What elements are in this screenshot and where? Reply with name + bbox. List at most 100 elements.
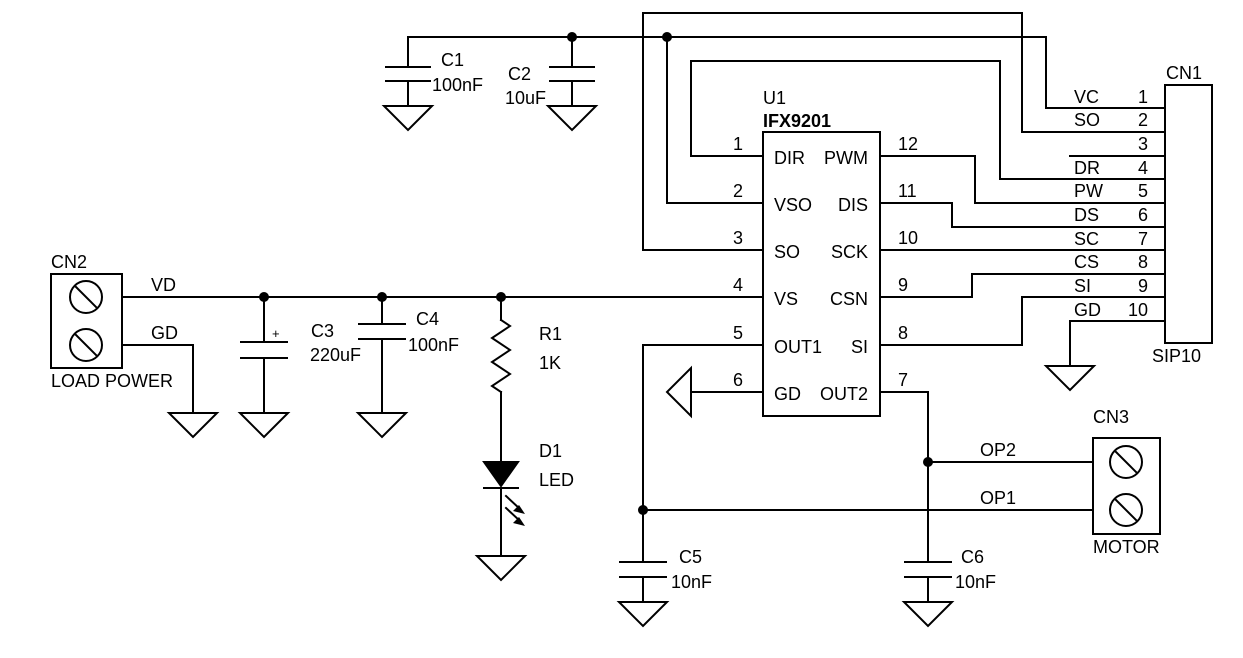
ground-icon bbox=[355, 412, 409, 439]
cn1-pin-number: 6 bbox=[1138, 205, 1148, 225]
ic-pin-number: 11 bbox=[898, 181, 917, 201]
junction-dot bbox=[496, 292, 506, 302]
cn1-pin-number: 2 bbox=[1138, 110, 1148, 130]
cn1-pin-number: 9 bbox=[1138, 276, 1148, 296]
cn1-net-label: CS bbox=[1074, 252, 1099, 272]
cn1-type: SIP10 bbox=[1152, 346, 1201, 366]
net-label-gd: GD bbox=[151, 323, 178, 343]
wires bbox=[121, 12, 1166, 603]
junction-dot bbox=[923, 457, 933, 467]
cn1-body bbox=[1164, 84, 1213, 344]
cn1-net-label: DR bbox=[1074, 158, 1100, 178]
cn3-body bbox=[1092, 437, 1161, 535]
ground-icon bbox=[166, 412, 220, 439]
junction-dot bbox=[377, 292, 387, 302]
cn1-net-label: DS bbox=[1074, 205, 1099, 225]
ground-icon bbox=[545, 105, 599, 132]
r1-value: 1K bbox=[539, 353, 561, 373]
net-label-vd: VD bbox=[151, 275, 176, 295]
connector-cn3: CN3 MOTOR OP2 OP1 bbox=[980, 407, 1161, 557]
ic-pin-name: OUT1 bbox=[774, 337, 822, 357]
ic-pin-number: 7 bbox=[898, 370, 908, 390]
cn1-net-label: SO bbox=[1074, 110, 1100, 130]
cn1-net-label: SI bbox=[1074, 276, 1091, 296]
cn2-label: LOAD POWER bbox=[51, 371, 173, 391]
ground-icon bbox=[616, 601, 670, 628]
cn1-pin-number: 3 bbox=[1138, 134, 1148, 154]
led-icon bbox=[482, 461, 520, 488]
cn1-net-label: SC bbox=[1074, 229, 1099, 249]
cn2-ref: CN2 bbox=[51, 252, 87, 272]
ic-pin-name: SCK bbox=[831, 242, 868, 262]
cn1-pin-number: 8 bbox=[1138, 252, 1148, 272]
c5-ref: C5 bbox=[679, 547, 702, 567]
ground-icon bbox=[381, 105, 435, 132]
cn2-body bbox=[50, 273, 123, 369]
ic-pin-name: OUT2 bbox=[820, 384, 868, 404]
c3-polarity-mark: + bbox=[272, 326, 280, 341]
ic-pin-number: 3 bbox=[733, 228, 743, 248]
ic-pin-number: 10 bbox=[898, 228, 918, 248]
cn1-net-label: VC bbox=[1074, 87, 1099, 107]
ic-pin-number: 5 bbox=[733, 323, 743, 343]
junction-dot bbox=[567, 32, 577, 42]
cn3-label: MOTOR bbox=[1093, 537, 1160, 557]
r1-ref: R1 bbox=[539, 324, 562, 344]
ic-pin-name: SI bbox=[851, 337, 868, 357]
resistor-r1: R1 1K bbox=[490, 318, 562, 394]
ground-icon bbox=[474, 555, 528, 582]
c3-value: 220uF bbox=[310, 345, 361, 365]
connector-cn1: CN1 SIP10 1 VC 2 SO 3 4 DR 5 PW 6 DS 7 S… bbox=[1074, 63, 1213, 366]
ic-pin-number: 1 bbox=[733, 134, 743, 154]
c1-value: 100nF bbox=[432, 75, 483, 95]
ic-body bbox=[762, 131, 881, 417]
ic-pin-name: DIS bbox=[838, 195, 868, 215]
d1-value: LED bbox=[539, 470, 574, 490]
c2-ref: C2 bbox=[508, 64, 531, 84]
ic-pin-number: 6 bbox=[733, 370, 743, 390]
cn1-net-label: PW bbox=[1074, 181, 1103, 201]
ic-pin-number: 4 bbox=[733, 275, 743, 295]
capacitor-c3: + C3 220uF bbox=[240, 321, 361, 365]
junctions bbox=[259, 32, 933, 515]
connector-cn2: CN2 LOAD POWER VD GD bbox=[50, 252, 178, 391]
ground-symbols bbox=[166, 105, 1097, 628]
c1-ref: C1 bbox=[441, 50, 464, 70]
ic-pin-name: VSO bbox=[774, 195, 812, 215]
ic-ref: U1 bbox=[763, 88, 786, 108]
c2-value: 10uF bbox=[505, 88, 546, 108]
ic-pin-name: DIR bbox=[774, 148, 805, 168]
ic-pin-number: 12 bbox=[898, 134, 918, 154]
capacitor-c6: C6 10nF bbox=[904, 547, 996, 592]
ground-icon bbox=[665, 365, 692, 419]
cn1-pin-number: 7 bbox=[1138, 229, 1148, 249]
cn1-ref: CN1 bbox=[1166, 63, 1202, 83]
ic-pin-name: GD bbox=[774, 384, 801, 404]
ic-pin-number: 2 bbox=[733, 181, 743, 201]
ground-icon bbox=[901, 601, 955, 628]
ic-part-number: IFX9201 bbox=[763, 111, 831, 131]
junction-dot bbox=[259, 292, 269, 302]
capacitor-c5: C5 10nF bbox=[619, 547, 712, 592]
c5-value: 10nF bbox=[671, 572, 712, 592]
junction-dot bbox=[662, 32, 672, 42]
ground-icon bbox=[1043, 365, 1097, 392]
ic-pin-name: SO bbox=[774, 242, 800, 262]
ic-pin-name: CSN bbox=[830, 289, 868, 309]
c3-ref: C3 bbox=[311, 321, 334, 341]
cn1-pin-number: 10 bbox=[1128, 300, 1148, 320]
ic-pin-number: 9 bbox=[898, 275, 908, 295]
junction-dot bbox=[638, 505, 648, 515]
c6-value: 10nF bbox=[955, 572, 996, 592]
d1-ref: D1 bbox=[539, 441, 562, 461]
ic-pin-number: 8 bbox=[898, 323, 908, 343]
led-d1: D1 LED bbox=[482, 441, 574, 526]
cn1-pin-number: 4 bbox=[1138, 158, 1148, 178]
cn1-pin-number: 5 bbox=[1138, 181, 1148, 201]
cn3-ref: CN3 bbox=[1093, 407, 1129, 427]
ic-pin-name: VS bbox=[774, 289, 798, 309]
c4-ref: C4 bbox=[416, 309, 439, 329]
capacitor-c4: C4 100nF bbox=[358, 309, 459, 355]
net-label-op2: OP2 bbox=[980, 440, 1016, 460]
